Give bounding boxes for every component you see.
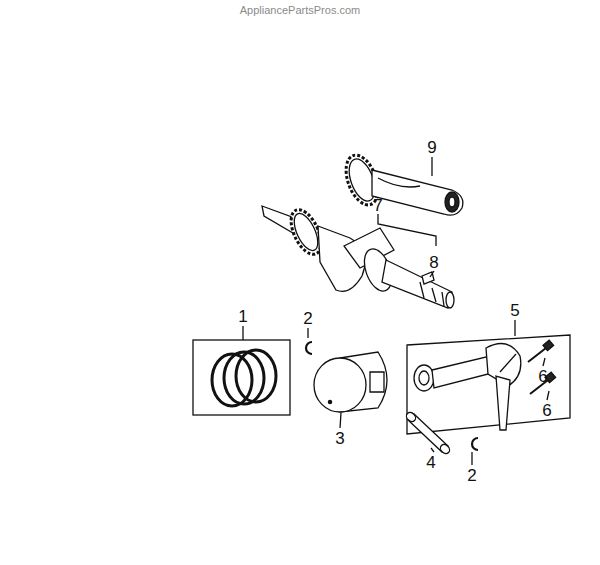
output-shaft <box>382 260 452 308</box>
piston <box>314 352 387 412</box>
piston-rings <box>212 350 276 406</box>
piston-pin <box>405 411 452 456</box>
shaft-bore <box>449 197 455 207</box>
balance-shaft <box>340 151 463 215</box>
callout-number: 5 <box>510 302 519 319</box>
callout-number: 9 <box>427 139 436 156</box>
callout-number: 6 <box>538 368 547 385</box>
crankshaft <box>262 205 454 308</box>
callout-number: 2 <box>303 310 312 327</box>
callout-number: 4 <box>426 454 435 471</box>
callout-number: 2 <box>467 467 476 484</box>
leader-line <box>307 328 308 338</box>
leader-line <box>340 413 341 428</box>
callout-number: 1 <box>238 308 247 325</box>
circlip <box>472 438 478 450</box>
shaft-detail <box>378 178 420 187</box>
leader-line <box>543 358 545 366</box>
callout-number: 3 <box>335 430 344 447</box>
leader-line <box>514 320 515 336</box>
shaft-arm <box>372 170 463 215</box>
leader-line <box>242 326 243 340</box>
shaft-end <box>445 192 459 212</box>
group-box <box>193 340 290 415</box>
connecting-rod <box>414 344 521 431</box>
thread <box>420 282 444 306</box>
leader-line <box>471 452 472 465</box>
callout-number: 8 <box>429 254 438 271</box>
callout-number: 6 <box>542 402 551 419</box>
leader-line <box>547 391 549 400</box>
leader-bracket <box>378 214 436 246</box>
callout-number: 7 <box>373 197 382 214</box>
leader-line <box>431 157 432 176</box>
woodruff-key <box>422 272 434 284</box>
watermark: AppliancePartsPros.com <box>240 5 360 16</box>
crank-gear <box>289 210 322 254</box>
rod-bolt <box>528 340 554 362</box>
group-box <box>407 335 570 434</box>
circlip <box>306 342 312 354</box>
leader-line <box>430 271 434 277</box>
leader-line <box>431 448 434 452</box>
shaft-tip <box>446 292 454 308</box>
